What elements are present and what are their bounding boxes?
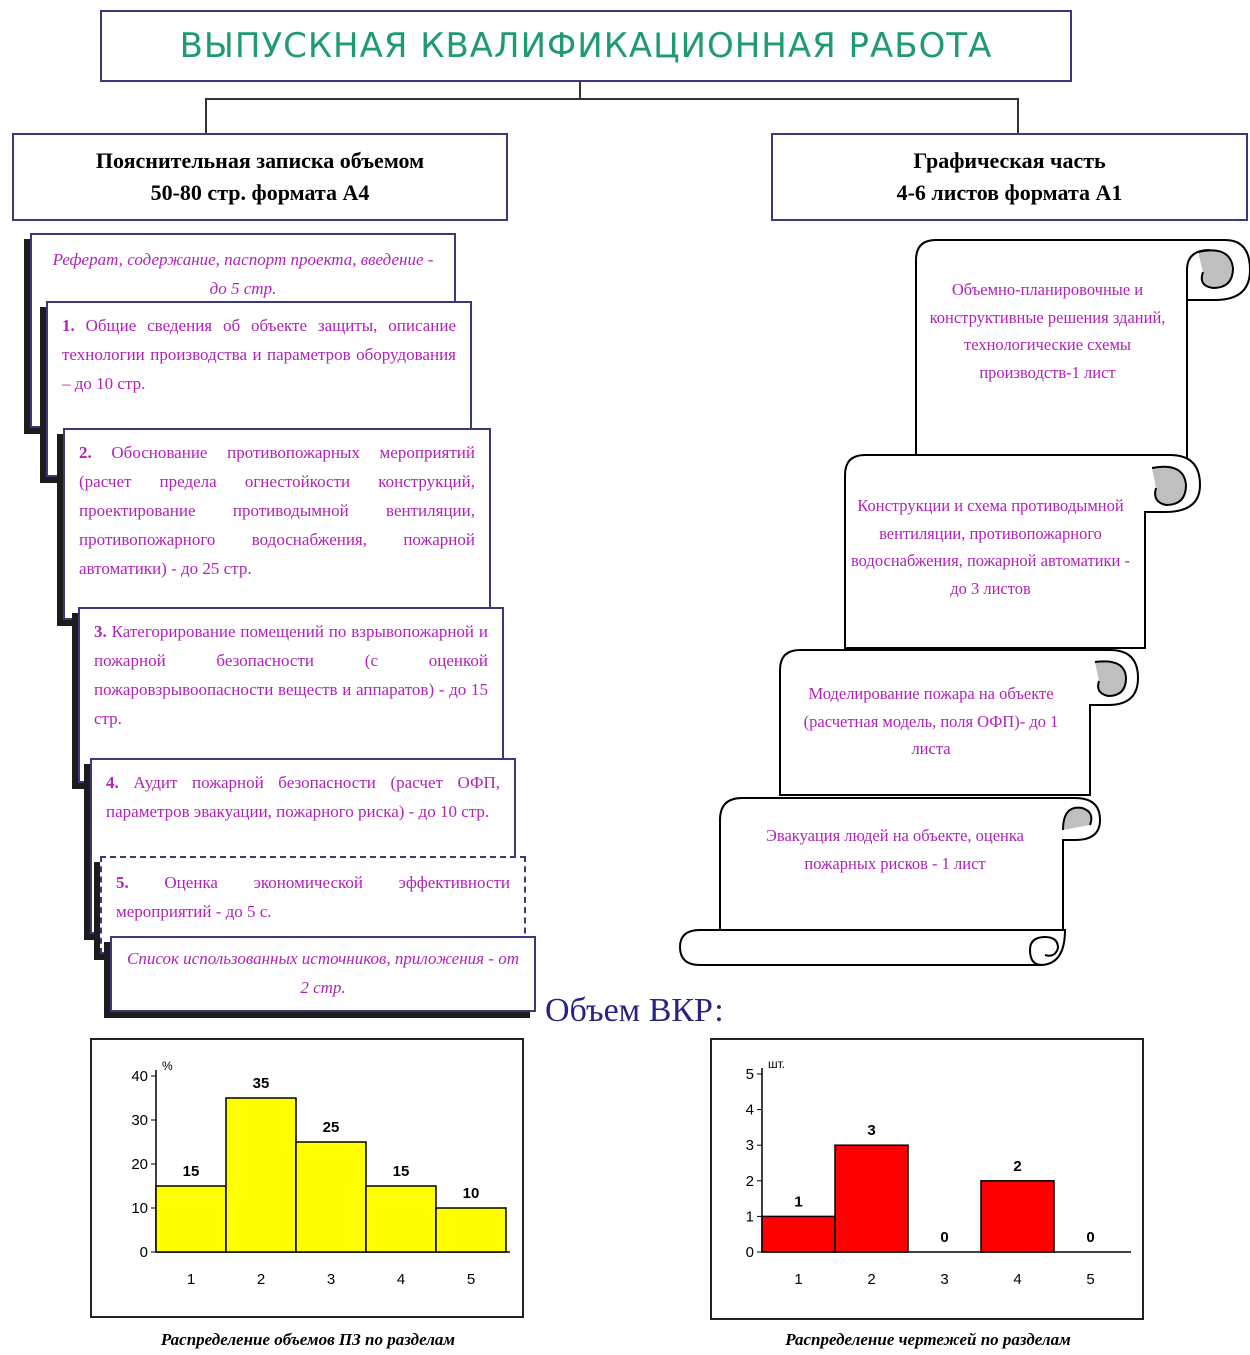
connector-horizontal: [205, 98, 1019, 100]
page-abstract-text: Реферат, содержание, паспорт проекта, вв…: [52, 250, 434, 298]
chart-drawings-bar: [761, 1215, 836, 1253]
chart-drawings-ytick-label: 1: [746, 1208, 754, 1225]
graphic-part-line1: Графическая часть: [913, 148, 1106, 174]
chart-pz-ytick-label: 40: [131, 1068, 148, 1085]
chart-drawings-category-label: 5: [1086, 1271, 1094, 1288]
chart-drawings-category-label: 4: [1013, 1271, 1021, 1288]
scroll-2: [844, 454, 1202, 649]
scroll-1: [915, 239, 1250, 461]
section-1-text: Общие сведения об объекте защиты, описан…: [62, 316, 456, 393]
scroll-stack: [678, 239, 1250, 966]
chart-pz-data-label: 10: [463, 1185, 480, 1202]
graphic-part-box: Графическая часть 4-6 листов формата А1: [771, 133, 1248, 221]
chart-drawings: шт. 0 1 2 3 4 5 1 1 3 2 0 3 2 4 0 5: [746, 1057, 1131, 1288]
page-section-3: 3. Категорирование помещений по взрывопо…: [78, 607, 504, 783]
chart-drawings-ytick-label: 2: [746, 1173, 754, 1190]
section-4-number: 4.: [106, 773, 119, 792]
chart-pz-data-label: 15: [183, 1163, 200, 1180]
section-4-text: Аудит пожарной безопасности (расчет ОФП,…: [106, 773, 500, 821]
section-2-number: 2.: [79, 443, 92, 462]
section-3-text: Категорирование помещений по взрывопожар…: [94, 622, 488, 728]
scroll-4: [678, 797, 1102, 966]
chart-drawings-ytick-label: 0: [746, 1244, 754, 1261]
chart-drawings-data-label: 3: [867, 1122, 875, 1139]
chart-drawings-data-label: 0: [1086, 1229, 1094, 1246]
chart-drawings-data-label: 0: [940, 1229, 948, 1246]
chart-pz-ytick-label: 20: [131, 1156, 148, 1173]
connector-left-drop: [205, 98, 207, 133]
chart-pz-data-label: 25: [323, 1119, 340, 1136]
scroll-2-text: Конструкции и схема противодымной вентил…: [850, 496, 1131, 598]
scroll-1-text: Объемно-планировочные и конструктивные р…: [929, 280, 1166, 382]
chart-pz-bar: [225, 1097, 297, 1253]
chart-pz-bar: [365, 1185, 437, 1253]
chart-drawings-bar: [980, 1180, 1055, 1253]
explanatory-note-line2: 50-80 стр. формата А4: [150, 180, 370, 205]
chart-pz-category-label: 4: [397, 1271, 405, 1288]
chart-pz-caption: Распределение объемов ПЗ по разделам: [160, 1330, 456, 1349]
chart-pz-unit-label: %: [162, 1059, 173, 1073]
section-3-number: 3.: [94, 622, 107, 641]
chart-pz-category-label: 1: [187, 1271, 195, 1288]
section-5-text: Оценка экономической эффективности мероп…: [116, 873, 510, 921]
chart-drawings-data-label: 2: [1013, 1158, 1021, 1175]
chart-drawings-caption: Распределение чертежей по разделам: [785, 1330, 1071, 1349]
chart-pz-data-label: 35: [253, 1075, 270, 1092]
chart-pz-bar: [435, 1207, 507, 1253]
scroll-4-text: Эвакуация людей на объекте, оценка пожар…: [766, 826, 1024, 873]
chart-pz-category-label: 2: [257, 1271, 265, 1288]
graphic-part-line2: 4-6 листов формата А1: [896, 180, 1123, 205]
chart-drawings-ytick-label: 4: [746, 1102, 754, 1119]
page-references: Список использованных источников, прилож…: [110, 936, 536, 1012]
chart-drawings-bar: [834, 1144, 909, 1253]
chart-drawings-category-label: 3: [940, 1271, 948, 1288]
explanatory-note-line1: Пояснительная записка объемом: [95, 148, 425, 174]
chart-drawings-ytick-label: 3: [746, 1137, 754, 1154]
chart-pz-ytick-label: 30: [131, 1112, 148, 1129]
chart-drawings-data-label: 1: [794, 1193, 802, 1210]
chart-pz-frame: % 0 10 20 30 40 15 1 35 2 25 3 15 4 10 5: [90, 1038, 524, 1318]
chart-pz-ytick-label: 0: [140, 1244, 148, 1261]
explanatory-note-box: Пояснительная записка объемом 50-80 стр.…: [12, 133, 508, 221]
volume-title: Объем ВКР:: [545, 992, 724, 1029]
chart-pz: % 0 10 20 30 40 15 1 35 2 25 3 15 4 10 5: [131, 1059, 510, 1288]
chart-pz-ytick-label: 10: [131, 1200, 148, 1217]
chart-pz-category-label: 3: [327, 1271, 335, 1288]
section-2-text: Обоснование противопожарных мероприятий …: [79, 443, 475, 578]
chart-pz-bar: [295, 1141, 367, 1253]
section-1-number: 1.: [62, 316, 75, 335]
chart-drawings-category-label: 1: [794, 1271, 802, 1288]
chart-drawings-frame: шт. 0 1 2 3 4 5 1 1 3 2 0 3 2 4 0 5: [710, 1038, 1144, 1320]
chart-pz-data-label: 15: [393, 1163, 410, 1180]
chart-drawings-unit-label: шт.: [768, 1057, 785, 1071]
scroll-3-text: Моделирование пожара на объекте (расчетн…: [803, 684, 1059, 758]
chart-drawings-ytick-label: 5: [746, 1066, 754, 1083]
chart-drawings-category-label: 2: [867, 1271, 875, 1288]
page-references-text: Список использованных источников, прилож…: [127, 949, 519, 997]
scroll-3: [779, 649, 1140, 796]
page-section-2: 2. Обоснование противопожарных мероприят…: [63, 428, 491, 620]
chart-pz-category-label: 5: [467, 1271, 475, 1288]
title-text: ВЫПУСКНАЯ КВАЛИФИКАЦИОННАЯ РАБОТА: [179, 26, 993, 66]
section-5-number: 5.: [116, 873, 129, 892]
connector-right-drop: [1017, 98, 1019, 133]
diagram-title: ВЫПУСКНАЯ КВАЛИФИКАЦИОННАЯ РАБОТА: [100, 10, 1072, 82]
connector-stem: [579, 82, 581, 100]
chart-pz-bar: [155, 1185, 227, 1253]
